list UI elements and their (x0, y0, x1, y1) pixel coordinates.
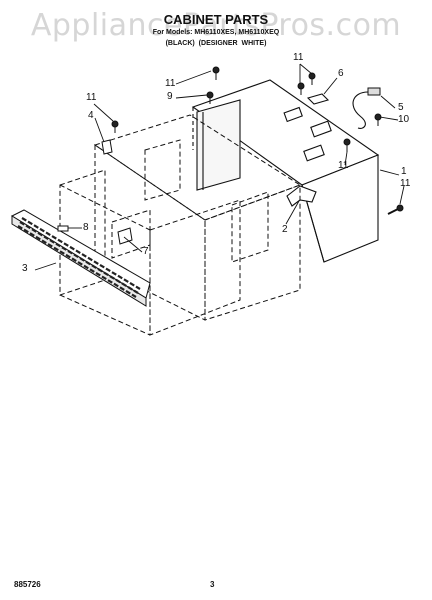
bracket-icon (117, 227, 133, 245)
part-number: 885726 (14, 580, 41, 589)
watermark: AppliancePartsPros.com (30, 8, 402, 43)
callout-11: 11 (86, 92, 97, 103)
screw-icon (308, 72, 316, 85)
sensor-with-wire-icon (352, 87, 381, 129)
callout-4: 4 (88, 110, 94, 121)
leader-lines (34, 63, 405, 271)
screw-icon (343, 138, 351, 152)
screw-icon (297, 82, 305, 95)
front-grille (10, 209, 151, 307)
callout-11: 11 (293, 52, 304, 63)
callout-11: 11 (400, 178, 411, 189)
model-numbers: For Models: MH6110XES, MH6110XEQ (152, 29, 280, 36)
callout-9: 9 (167, 91, 173, 102)
screw-icon (387, 204, 404, 215)
callout-8: 8 (83, 222, 89, 233)
color-options: (BLACK) (DESIGNER WHITE) (165, 40, 267, 47)
callout-2: 2 (282, 224, 288, 235)
callout-11: 11 (165, 78, 176, 89)
callout-10: 10 (398, 114, 410, 125)
callout-3: 3 (22, 263, 28, 274)
diagram-title: CABINET PARTS (163, 12, 269, 27)
screw-icon (212, 66, 220, 80)
hardware-parts (57, 66, 404, 245)
outer-cabinet (191, 79, 380, 263)
page-number: 3 (210, 580, 215, 589)
callout-6: 6 (338, 68, 344, 79)
screw-icon (111, 120, 119, 133)
callout-1: 1 (401, 166, 407, 177)
screw-icon (374, 113, 382, 126)
clip-icon (101, 139, 113, 155)
latch-icon (57, 225, 69, 232)
callout-11: 11 (338, 160, 349, 171)
callout-5: 5 (398, 102, 404, 113)
callout-7: 7 (143, 246, 149, 257)
